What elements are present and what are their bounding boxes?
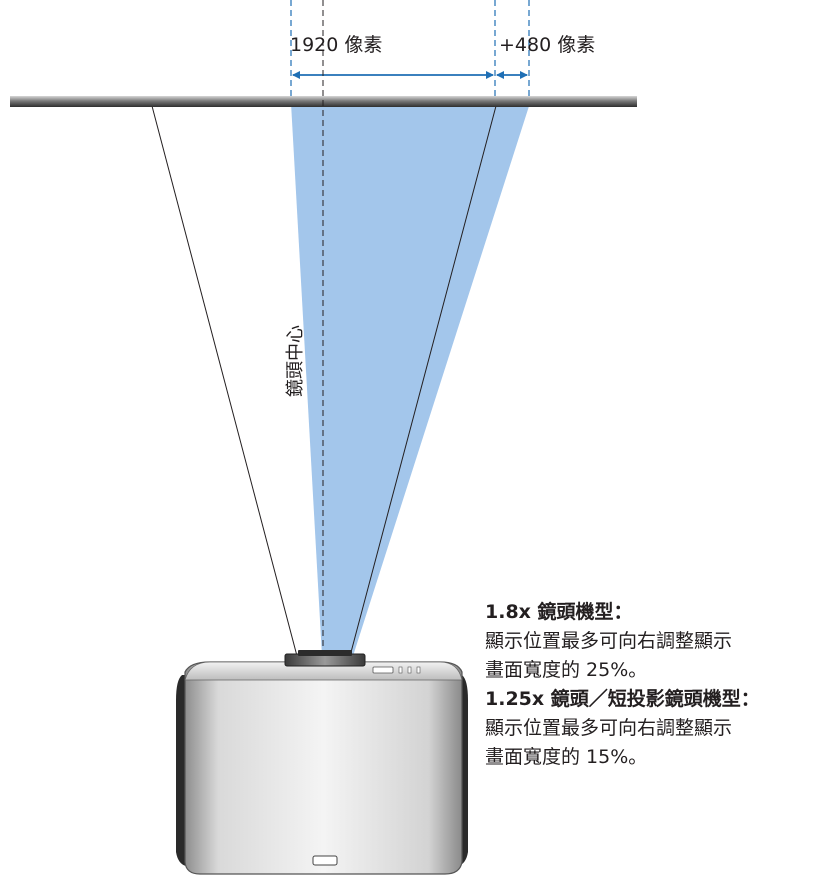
lens-center-label: 鏡頭中心 [285,325,306,397]
note-heading: 1.25x 鏡頭／短投影鏡頭機型： [485,688,760,710]
note-1.25x: 1.25x 鏡頭／短投影鏡頭機型： 顯示位置最多可向右調整顯示 畫面寬度的 15… [485,685,810,772]
width-1920-label: 1920 像素 [290,34,383,56]
width-480-label: +480 像素 [499,34,596,56]
projection-edge-right [349,105,497,657]
note-1.8x: 1.8x 鏡頭機型： 顯示位置最多可向右調整顯示 畫面寬度的 25%。 [485,598,810,685]
note-line: 顯示位置最多可向右調整顯示 [485,717,733,739]
note-heading: 1.8x 鏡頭機型： [485,601,633,623]
note-line: 顯示位置最多可向右調整顯示 [485,630,733,652]
note-line: 畫面寬度的 25%。 [485,659,648,681]
lens-shift-notes: 1.8x 鏡頭機型： 顯示位置最多可向右調整顯示 畫面寬度的 25%。 1.25… [485,598,810,772]
projector-icon [176,650,468,875]
shifted-projection-beam [291,103,530,656]
projection-edge-left [151,105,298,657]
note-line: 畫面寬度的 15%。 [485,746,648,768]
